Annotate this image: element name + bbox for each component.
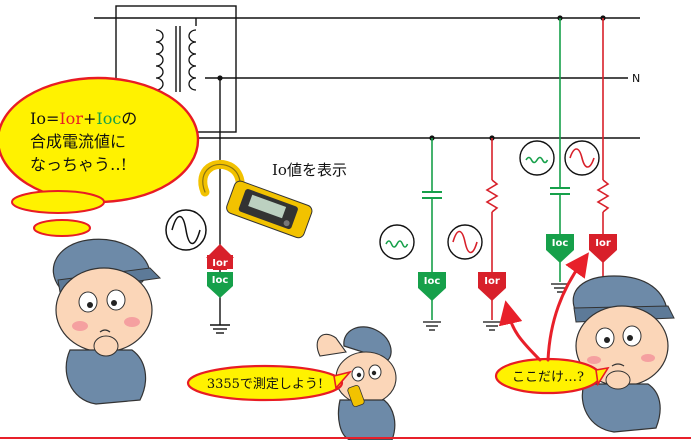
speech-bubble-right: ここだけ…? bbox=[494, 357, 610, 395]
capacitive-branch-left bbox=[422, 138, 442, 331]
ior-badge-right: Ior bbox=[589, 234, 617, 263]
io-composite-badge: Ior Ioc bbox=[206, 244, 234, 298]
pointer-arrows bbox=[498, 252, 589, 362]
meter-caption: Io値を表示 bbox=[272, 161, 347, 179]
worker-center-character bbox=[316, 326, 397, 440]
thought-line-2: 合成電流値に bbox=[30, 132, 126, 151]
ioc-badge-right: Ioc bbox=[546, 234, 574, 263]
ground-symbol bbox=[551, 283, 569, 293]
ground-symbol bbox=[210, 324, 230, 334]
badge-ior-label: Ior bbox=[212, 258, 228, 269]
neutral-label: N bbox=[632, 72, 640, 85]
resistive-branch-left bbox=[483, 138, 501, 331]
waveform-capacitive-icon bbox=[519, 140, 555, 176]
arrow-to-ior-left bbox=[498, 300, 542, 362]
thought-line-1: Io=Ior+Iocの bbox=[30, 109, 137, 128]
ioc-badge-left: Ioc bbox=[418, 272, 446, 301]
speech-bubble-center: 3355で測定しよう! bbox=[186, 364, 353, 402]
badge-ioc-label: Ioc bbox=[212, 275, 229, 286]
speech-center-text: 3355で測定しよう! bbox=[207, 377, 323, 392]
transformer-primary-coil bbox=[155, 29, 164, 91]
transformer-secondary-coil bbox=[188, 29, 197, 91]
clamp-meter-icon bbox=[198, 159, 313, 239]
thought-line-3: なっちゃう‥! bbox=[30, 155, 127, 174]
waveform-resistive-icon bbox=[564, 140, 600, 176]
ground-symbol bbox=[423, 321, 441, 331]
thought-bubble: Io=Ior+Iocの 合成電流値に なっちゃう‥! bbox=[0, 76, 200, 253]
waveform-capacitive-icon bbox=[379, 224, 415, 260]
ior-badge-left: Ior bbox=[478, 272, 506, 301]
badge-ior-label: Ior bbox=[484, 276, 500, 287]
badge-ior-label: Ior bbox=[595, 238, 611, 249]
badge-ioc-label: Ioc bbox=[424, 276, 441, 287]
speech-right-text: ここだけ…? bbox=[512, 370, 584, 385]
worker-left-character bbox=[52, 238, 162, 405]
badge-ioc-label: Ioc bbox=[552, 238, 569, 249]
waveform-sine-icon bbox=[165, 209, 207, 251]
waveform-resistive-icon bbox=[447, 224, 483, 260]
ground-symbol bbox=[483, 321, 501, 331]
worker-right-character bbox=[572, 275, 675, 433]
arrow-to-ior-right bbox=[546, 252, 589, 362]
